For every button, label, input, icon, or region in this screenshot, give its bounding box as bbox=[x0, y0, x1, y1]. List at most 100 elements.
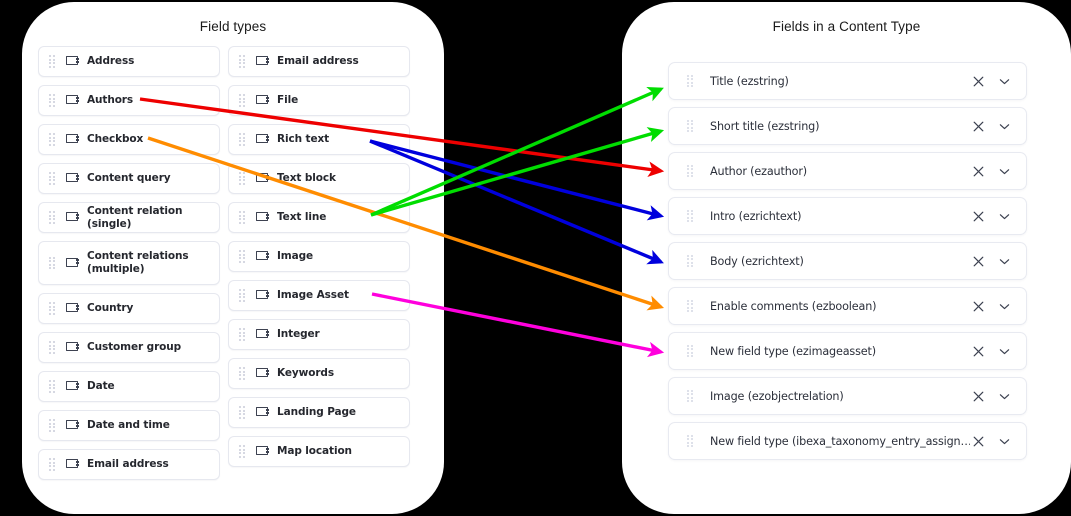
close-icon[interactable] bbox=[970, 298, 986, 314]
field-type-card[interactable]: Image bbox=[228, 241, 410, 272]
drag-handle-icon[interactable] bbox=[687, 254, 694, 268]
content-type-field-label: Body (ezrichtext) bbox=[710, 254, 804, 268]
drag-handle-icon[interactable] bbox=[49, 380, 56, 393]
drag-handle-icon[interactable] bbox=[239, 133, 246, 146]
drag-handle-icon[interactable] bbox=[687, 209, 694, 223]
close-icon[interactable] bbox=[970, 163, 986, 179]
drag-handle-icon[interactable] bbox=[49, 302, 56, 315]
field-type-label: Email address bbox=[277, 55, 359, 68]
field-type-card[interactable]: Text line bbox=[228, 202, 410, 233]
field-type-card[interactable]: Email address bbox=[38, 449, 220, 480]
drag-handle-icon[interactable] bbox=[687, 119, 694, 133]
content-type-field-row[interactable]: Short title (ezstring) bbox=[668, 107, 1027, 145]
field-type-card[interactable]: Customer group bbox=[38, 332, 220, 363]
close-icon[interactable] bbox=[970, 343, 986, 359]
content-type-field-row[interactable]: Intro (ezrichtext) bbox=[668, 197, 1027, 235]
content-type-field-row[interactable]: New field type (ezimageasset) bbox=[668, 332, 1027, 370]
content-type-field-row[interactable]: Body (ezrichtext) bbox=[668, 242, 1027, 280]
field-type-card[interactable]: Address bbox=[38, 46, 220, 77]
drag-handle-icon[interactable] bbox=[239, 289, 246, 302]
field-type-card[interactable]: File bbox=[228, 85, 410, 116]
field-type-card[interactable]: Image Asset bbox=[228, 280, 410, 311]
drag-handle-icon[interactable] bbox=[687, 299, 694, 313]
drag-handle-icon[interactable] bbox=[239, 367, 246, 380]
field-type-card[interactable]: Map location bbox=[228, 436, 410, 467]
field-type-card[interactable]: Rich text bbox=[228, 124, 410, 155]
field-type-card[interactable]: Text block bbox=[228, 163, 410, 194]
content-type-field-label: New field type (ezimageasset) bbox=[710, 344, 876, 358]
field-type-label: Date bbox=[87, 380, 115, 393]
content-type-field-row[interactable]: Image (ezobjectrelation) bbox=[668, 377, 1027, 415]
drag-handle-icon[interactable] bbox=[239, 328, 246, 341]
field-type-card[interactable]: Content query bbox=[38, 163, 220, 194]
close-icon[interactable] bbox=[970, 433, 986, 449]
content-type-field-row[interactable]: Enable comments (ezboolean) bbox=[668, 287, 1027, 325]
field-type-icon bbox=[256, 446, 270, 457]
field-types-panel-title: Field types bbox=[199, 19, 267, 34]
field-type-label: Map location bbox=[277, 445, 352, 458]
drag-handle-icon[interactable] bbox=[687, 389, 694, 403]
content-type-field-row[interactable]: New field type (ibexa_taxonomy_entry_ass… bbox=[668, 422, 1027, 460]
drag-handle-icon[interactable] bbox=[49, 458, 56, 471]
close-icon[interactable] bbox=[970, 253, 986, 269]
drag-handle-icon[interactable] bbox=[239, 250, 246, 263]
content-type-field-row[interactable]: Title (ezstring) bbox=[668, 62, 1027, 100]
field-type-card[interactable]: Authors bbox=[38, 85, 220, 116]
chevron-down-icon[interactable] bbox=[996, 388, 1012, 404]
field-type-card[interactable]: Country bbox=[38, 293, 220, 324]
drag-handle-icon[interactable] bbox=[49, 172, 56, 185]
drag-handle-icon[interactable] bbox=[49, 211, 56, 224]
chevron-down-icon[interactable] bbox=[996, 208, 1012, 224]
drag-handle-icon[interactable] bbox=[49, 341, 56, 354]
field-type-card[interactable]: Keywords bbox=[228, 358, 410, 389]
field-type-icon bbox=[66, 303, 80, 314]
drag-handle-icon[interactable] bbox=[687, 434, 694, 448]
close-icon[interactable] bbox=[970, 73, 986, 89]
field-type-card[interactable]: Landing Page bbox=[228, 397, 410, 428]
chevron-down-icon[interactable] bbox=[996, 73, 1012, 89]
chevron-down-icon[interactable] bbox=[996, 433, 1012, 449]
content-type-field-actions bbox=[970, 253, 1012, 269]
chevron-down-icon[interactable] bbox=[996, 118, 1012, 134]
drag-handle-icon[interactable] bbox=[687, 164, 694, 178]
drag-handle-icon[interactable] bbox=[49, 133, 56, 146]
content-type-field-actions bbox=[970, 433, 1012, 449]
field-type-label: Image Asset bbox=[277, 289, 349, 302]
field-type-card[interactable]: Date bbox=[38, 371, 220, 402]
close-icon[interactable] bbox=[970, 388, 986, 404]
drag-handle-icon[interactable] bbox=[239, 94, 246, 107]
field-type-card[interactable]: Email address bbox=[228, 46, 410, 77]
field-type-card[interactable]: Content relation (single) bbox=[38, 202, 220, 233]
content-type-field-label: Title (ezstring) bbox=[710, 74, 789, 88]
drag-handle-icon[interactable] bbox=[239, 445, 246, 458]
drag-handle-icon[interactable] bbox=[49, 419, 56, 432]
field-type-label: Authors bbox=[87, 94, 134, 107]
content-type-field-row[interactable]: Author (ezauthor) bbox=[668, 152, 1027, 190]
drag-handle-icon[interactable] bbox=[239, 55, 246, 68]
field-type-label: Image bbox=[277, 250, 314, 263]
field-type-icon bbox=[256, 134, 270, 145]
close-icon[interactable] bbox=[970, 208, 986, 224]
drag-handle-icon[interactable] bbox=[49, 94, 56, 107]
field-type-icon bbox=[66, 173, 80, 184]
drag-handle-icon[interactable] bbox=[239, 211, 246, 224]
field-type-card[interactable]: Content relations (multiple) bbox=[38, 241, 220, 285]
chevron-down-icon[interactable] bbox=[996, 343, 1012, 359]
drag-handle-icon[interactable] bbox=[49, 55, 56, 68]
content-type-fields-panel: Fields in a Content Type Title (ezstring… bbox=[622, 2, 1071, 514]
field-type-card[interactable]: Checkbox bbox=[38, 124, 220, 155]
chevron-down-icon[interactable] bbox=[996, 253, 1012, 269]
field-type-card[interactable]: Date and time bbox=[38, 410, 220, 441]
drag-handle-icon[interactable] bbox=[239, 406, 246, 419]
field-type-icon bbox=[256, 251, 270, 262]
drag-handle-icon[interactable] bbox=[687, 344, 694, 358]
drag-handle-icon[interactable] bbox=[49, 256, 56, 270]
content-type-fields-list: Title (ezstring) Short title (ezstring) Au… bbox=[668, 62, 1027, 467]
close-icon[interactable] bbox=[970, 118, 986, 134]
drag-handle-icon[interactable] bbox=[687, 74, 694, 88]
field-type-card[interactable]: Integer bbox=[228, 319, 410, 350]
chevron-down-icon[interactable] bbox=[996, 163, 1012, 179]
chevron-down-icon[interactable] bbox=[996, 298, 1012, 314]
drag-handle-icon[interactable] bbox=[239, 172, 246, 185]
